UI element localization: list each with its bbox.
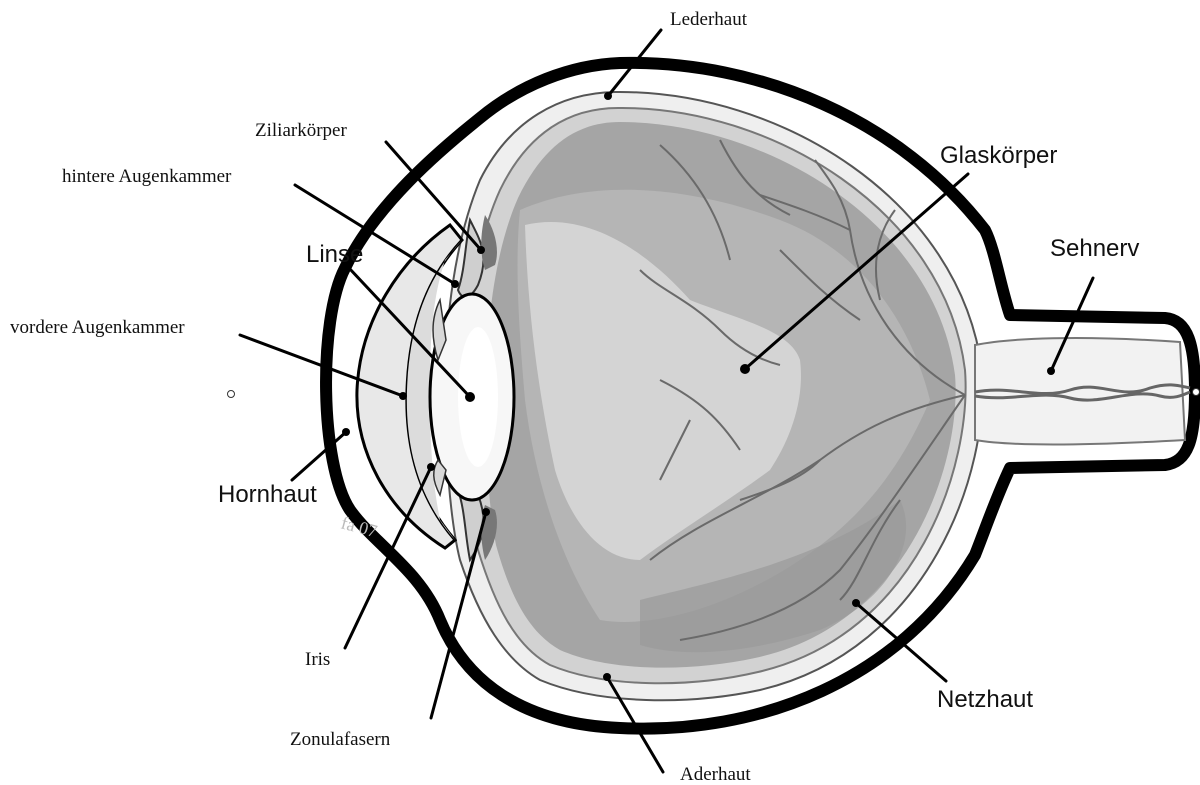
label-iris: Iris (305, 649, 330, 670)
dot-zonulafasern (482, 508, 490, 516)
dot-iris (427, 463, 435, 471)
label-linse: Linse (306, 241, 363, 268)
label-hornhaut: Hornhaut (218, 481, 317, 508)
dot-aderhaut (603, 673, 611, 681)
dot-sehnerv (1047, 367, 1055, 375)
lens-highlight (458, 327, 498, 467)
dot-hornhaut (342, 428, 350, 436)
stray-marker-right (1193, 389, 1200, 396)
label-vordere-augenkammer: vordere Augenkammer (10, 317, 185, 338)
dot-vordere-augenkammer (399, 392, 407, 400)
label-aderhaut: Aderhaut (680, 764, 751, 785)
dot-ziliarkoerper (477, 246, 485, 254)
label-zonulafasern: Zonulafasern (290, 729, 391, 750)
label-sehnerv: Sehnerv (1050, 235, 1139, 262)
eyeball: fa 07 (326, 63, 1195, 729)
label-glaskoerper: Glaskörper (940, 142, 1057, 169)
label-ziliarkoerper: Ziliarkörper (255, 120, 347, 141)
label-hintere-augenkammer: hintere Augenkammer (62, 166, 232, 187)
stray-marker-left (228, 391, 235, 398)
dot-netzhaut (852, 599, 860, 607)
dot-lederhaut (604, 92, 612, 100)
label-lederhaut: Lederhaut (670, 9, 748, 30)
dot-glaskoerper (740, 364, 750, 374)
label-netzhaut: Netzhaut (937, 686, 1033, 713)
dot-hintere-augenkammer (451, 280, 459, 288)
dot-linse (465, 392, 475, 402)
